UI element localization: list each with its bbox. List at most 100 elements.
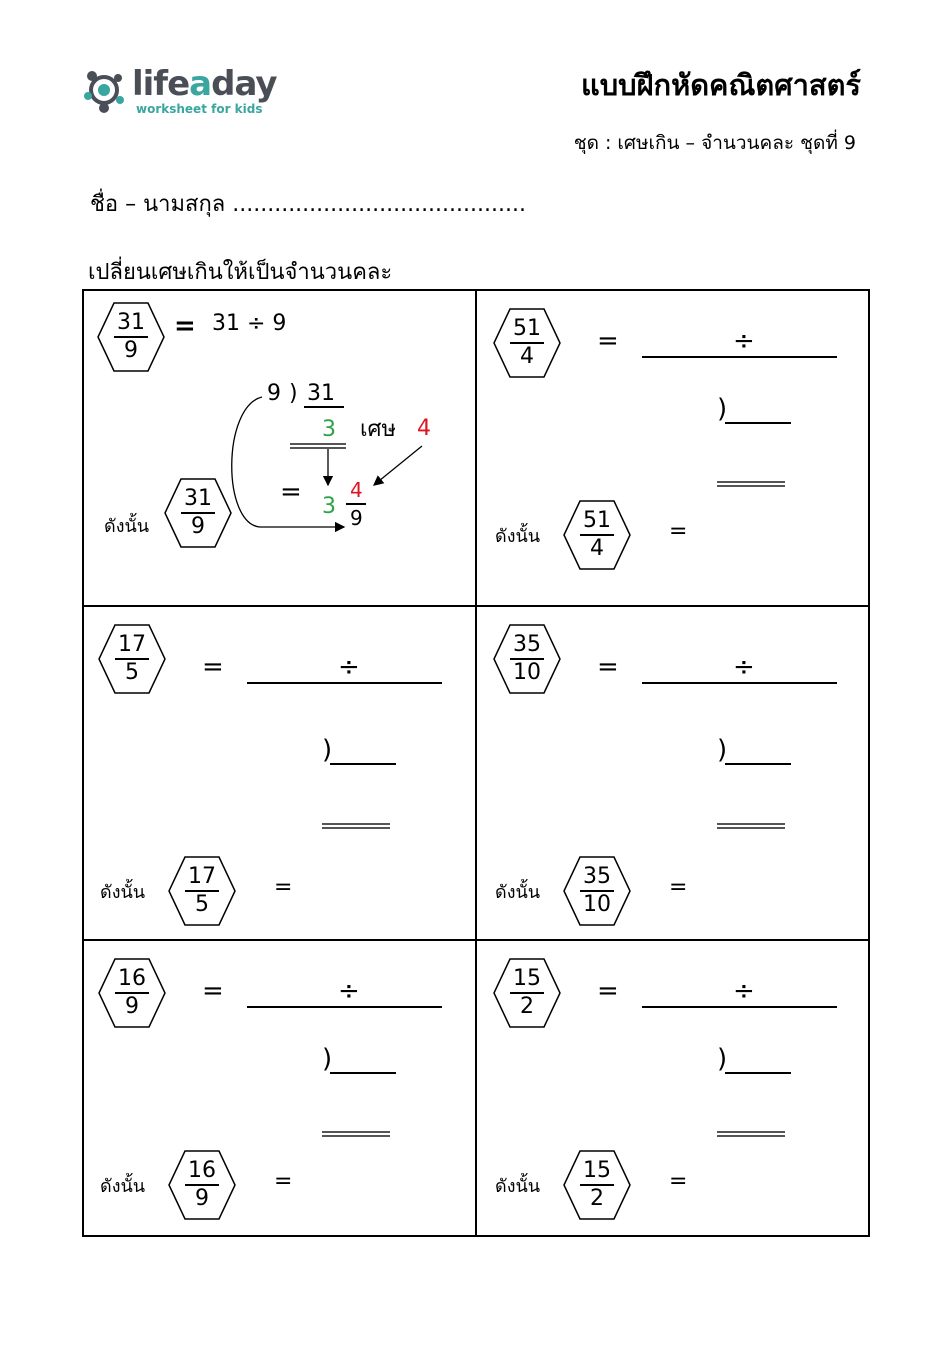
fraction-numerator: 16 [185,1158,219,1186]
double-line [290,443,346,449]
equals-sign-result: = [274,875,293,900]
divide-sign: ÷ [733,326,755,356]
double-line [322,1131,390,1137]
therefore-label: ดังนั้น [495,882,541,903]
double-line [717,823,785,829]
answer-line[interactable] [247,682,442,684]
answer-line[interactable] [642,1006,837,1008]
divide-sign: ÷ [338,652,360,682]
fraction-numerator: 51 [580,508,614,536]
fraction-numerator: 51 [510,316,544,344]
double-line [717,481,785,487]
equals-sign-result: = [669,519,688,544]
fraction-numerator: 31 [114,310,148,338]
equals-sign-2: = [280,477,302,507]
dividend-line[interactable] [330,1072,396,1074]
fraction-denominator: 10 [513,660,541,685]
equals-sign-result: = [669,875,688,900]
equals-sign: = [202,652,224,682]
fraction-denominator: 5 [125,660,139,685]
mixed-denominator: 9 [350,506,363,530]
divide-sign: ÷ [733,652,755,682]
division-bracket: ) [717,394,728,424]
equals-sign: = [174,311,196,341]
fraction-numerator: 35 [510,632,544,660]
fraction-denominator: 9 [195,1186,209,1211]
divisor: 9 [267,381,281,406]
dividend-line[interactable] [330,763,396,765]
remainder-label: เศษ [360,417,396,442]
divide-sign: ÷ [338,976,360,1006]
double-line [717,1131,785,1137]
mixed-numerator: 4 [350,478,363,502]
fraction-numerator: 17 [115,632,149,660]
equals-sign: = [597,652,619,682]
division-bracket: ) [717,735,728,765]
fraction-numerator: 17 [185,864,219,892]
answer-line[interactable] [642,682,837,684]
fraction-denominator: 4 [520,344,534,369]
therefore-label: ดังนั้น [104,516,150,537]
grid-divider-row1 [82,605,870,607]
answer-line[interactable] [247,1006,442,1008]
dividend-line[interactable] [725,422,791,424]
mixed-whole: 3 [322,494,336,519]
dividend-line[interactable] [725,763,791,765]
page-subtitle: ชุด : เศษเกิน – จำนวนคละ ชุดที่ 9 [573,132,856,154]
logo-wordmark: lifeaday [132,64,278,104]
mixed-fraction-bar [346,503,366,505]
equals-sign-result: = [669,1169,688,1194]
fraction-denominator: 2 [590,1186,604,1211]
therefore-label: ดังนั้น [495,526,541,547]
fraction-numerator: 15 [510,966,544,994]
fraction-numerator: 15 [580,1158,614,1186]
equals-sign: = [597,326,619,356]
fraction-denominator: 9 [125,994,139,1019]
equals-sign-result: = [274,1169,293,1194]
arrows [231,396,423,533]
grid-divider-row2 [82,939,870,941]
quotient: 3 [322,417,336,442]
grid-divider-vertical [475,289,477,1237]
divide-sign: ÷ [733,976,755,1006]
therefore-label: ดังนั้น [100,1176,146,1197]
therefore-label: ดังนั้น [495,1176,541,1197]
page-title: แบบฝึกหัดคณิตศาสตร์ [581,68,861,102]
fraction-numerator: 31 [181,486,215,514]
division-expression: 31 ÷ 9 [212,311,287,336]
fraction-denominator: 4 [590,536,604,561]
therefore-label: ดังนั้น [100,882,146,903]
fraction-denominator: 5 [195,892,209,917]
answer-line[interactable] [642,356,837,358]
fraction-denominator: 9 [191,514,205,539]
logo-tagline: worksheet for kids [136,102,263,116]
equals-sign: = [597,976,619,1006]
fraction-numerator: 16 [115,966,149,994]
fraction-numerator: 35 [580,864,614,892]
fraction-denominator: 2 [520,994,534,1019]
name-field[interactable]: ชื่อ – นามสกุล .........................… [90,192,526,217]
fraction-denominator: 10 [583,892,611,917]
remainder-value: 4 [417,416,431,441]
division-bracket: ) [289,381,298,406]
fraction-denominator: 9 [124,338,138,363]
division-bracket: ) [322,735,333,765]
division-bracket: ) [717,1044,728,1074]
dividend-line[interactable] [725,1072,791,1074]
